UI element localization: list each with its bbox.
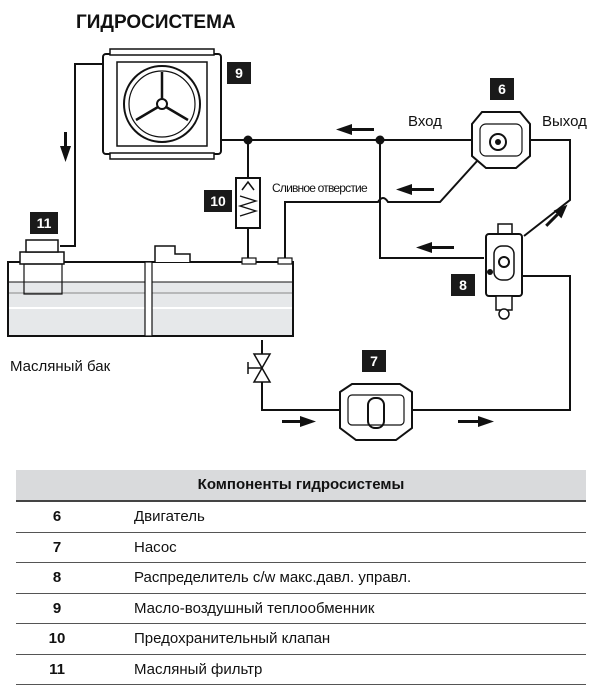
shutoff-valve-icon: [248, 354, 270, 382]
components-legend: Компоненты гидросистемы 6 Двигатель 7 На…: [16, 470, 586, 685]
badge-relief: 10: [204, 190, 232, 212]
arrow-left-icon: [336, 124, 374, 135]
legend-num: 9: [16, 594, 98, 624]
legend-num: 11: [16, 655, 98, 685]
badge-cooler: 9: [227, 62, 251, 84]
junction-dot: [376, 136, 385, 145]
legend-name: Масляный фильтр: [98, 655, 586, 685]
tank-label: Масляный бак: [10, 358, 111, 375]
directional-valve: [486, 224, 522, 319]
pump: [340, 384, 412, 440]
svg-text:9: 9: [235, 65, 243, 81]
legend-name: Распределитель c/w макс.давл. управл.: [98, 563, 586, 593]
svg-text:6: 6: [498, 81, 506, 97]
legend-row: 8 Распределитель c/w макс.давл. управл.: [16, 563, 586, 594]
badge-pump: 7: [362, 350, 386, 372]
legend-row: 10 Предохранительный клапан: [16, 624, 586, 655]
svg-text:10: 10: [210, 193, 226, 209]
legend-row: 7 Насос: [16, 533, 586, 564]
legend-name: Насос: [98, 533, 586, 563]
legend-num: 6: [16, 502, 98, 532]
hydraulic-motor: [472, 112, 530, 168]
legend-num: 10: [16, 624, 98, 654]
arrow-up-right-icon: [542, 201, 571, 230]
svg-text:8: 8: [459, 277, 467, 293]
inlet-label: Вход: [408, 113, 442, 130]
legend-header: Компоненты гидросистемы: [16, 470, 586, 502]
svg-text:7: 7: [370, 353, 378, 369]
relief-valve: [236, 178, 260, 228]
arrow-left-icon: [396, 184, 434, 195]
hydraulic-diagram: ГИДРОСИСТЕМА: [0, 0, 600, 460]
badge-motor: 6: [490, 78, 514, 100]
arrow-left-icon: [416, 242, 454, 253]
oil-tank: [8, 240, 293, 336]
legend-row: 11 Масляный фильтр: [16, 655, 586, 685]
svg-text:11: 11: [37, 215, 52, 231]
legend-name: Двигатель: [98, 502, 586, 532]
pipe-junction-valve: [380, 140, 484, 258]
legend-name: Масло-воздушный теплообменник: [98, 594, 586, 624]
badge-valve: 8: [451, 274, 475, 296]
pipe-tank-pump: [262, 340, 340, 410]
oil-cooler: [103, 49, 221, 159]
badge-filter: 11: [30, 212, 58, 234]
legend-row: 9 Масло-воздушный теплообменник: [16, 594, 586, 625]
drain-label: Сливное отверстие: [272, 181, 368, 195]
arrow-right-icon: [458, 416, 494, 427]
junction-dot: [244, 136, 253, 145]
legend-name: Предохранительный клапан: [98, 624, 586, 654]
legend-num: 8: [16, 563, 98, 593]
outlet-label: Выход: [542, 113, 587, 130]
legend-num: 7: [16, 533, 98, 563]
legend-row: 6 Двигатель: [16, 502, 586, 533]
arrow-down-icon: [60, 132, 71, 162]
diagram-title: ГИДРОСИСТЕМА: [76, 12, 236, 33]
arrow-right-icon: [282, 416, 316, 427]
